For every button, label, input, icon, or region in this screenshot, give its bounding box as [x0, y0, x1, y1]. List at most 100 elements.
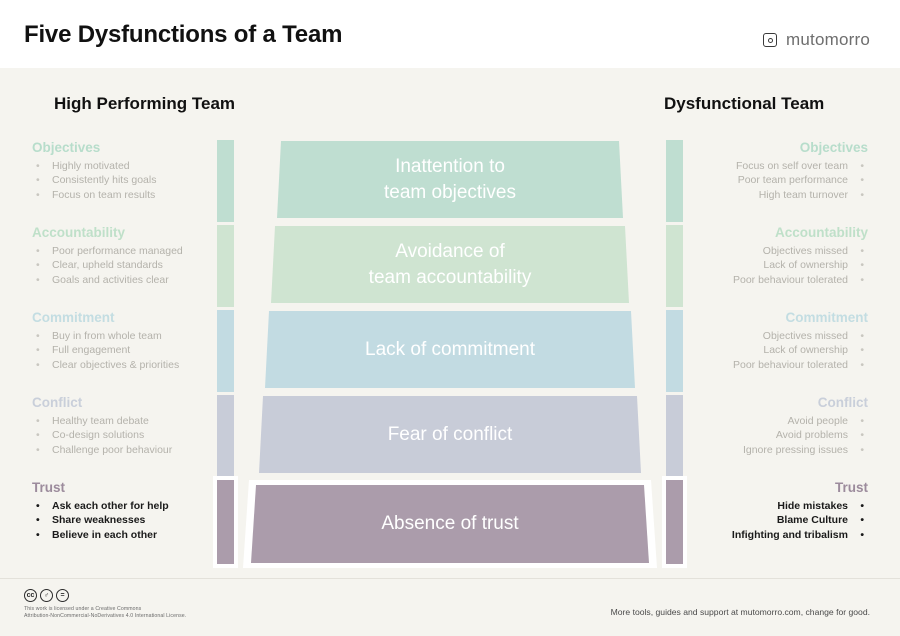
left-bullet-list: •Buy in from whole team •Full engagement…	[32, 329, 232, 372]
right-block-trust: Trust •Hide mistakes •Blame Culture •Inf…	[668, 480, 868, 542]
list-item: •Highly motivated	[32, 159, 232, 173]
list-item-text: Goals and activities clear	[52, 273, 169, 286]
bullet-icon: •	[36, 174, 40, 187]
column-heading-high-performing: High Performing Team	[54, 94, 236, 113]
bullet-icon: •	[860, 415, 864, 427]
list-item: • Clear objectives & priorities	[32, 358, 232, 372]
bullet-icon: •	[36, 443, 40, 456]
right-title: Accountability	[774, 225, 868, 240]
list-item-text: Avoid people	[787, 415, 848, 427]
list-item: •Ignore pressing issues	[668, 443, 868, 457]
list-item-text: Poor behaviour tolerated	[733, 273, 848, 286]
row-objectives: Objectives •Highly motivated •Consistent…	[0, 140, 900, 222]
list-item: • Lack of ownership	[668, 343, 868, 357]
bullet-icon: •	[860, 259, 864, 272]
list-item-text: Objectives missed	[762, 245, 848, 257]
list-item-text: Poor team performance	[737, 174, 848, 187]
column-heading-dysfunctional: Dysfunctional Team	[664, 94, 825, 113]
left-title: Trust	[32, 480, 66, 495]
left-color-chip-commitment	[217, 310, 234, 392]
list-item-text: Lack of ownership	[763, 344, 848, 357]
brand-name: mutomorro	[786, 30, 870, 49]
right-block-objectives: Objectives • Focus on self over team • Poo…	[668, 140, 868, 202]
bullet-icon: •	[36, 514, 40, 527]
list-item-text: Lack of ownership	[763, 259, 848, 272]
row-accountability: Accountability •Poor performance managed…	[0, 225, 900, 307]
bullet-icon: •	[36, 500, 40, 512]
bullet-icon: •	[860, 500, 864, 512]
bullet-icon: •	[36, 429, 40, 442]
bullet-icon: •	[860, 330, 864, 342]
list-item-text: Full engagement	[52, 344, 131, 357]
list-item-text: Ask each other for help	[52, 500, 169, 512]
list-item: •Share weaknesses	[32, 513, 232, 527]
bullet-icon: •	[36, 358, 40, 371]
bullet-icon: •	[860, 528, 864, 541]
left-bullet-list: •Highly motivated •Consistently hits goa…	[32, 159, 232, 202]
pyramid-label-line-2: team accountability	[368, 267, 532, 288]
bullet-icon: •	[36, 188, 40, 201]
list-item: • Buy in from whole team	[32, 329, 232, 343]
bullet-icon: •	[36, 415, 40, 427]
right-bullet-list: •Avoid people •Avoid problems •Ignore pr…	[668, 414, 868, 457]
pyramid-label-line-2: team objectives	[383, 182, 516, 203]
left-block-accountability: Accountability •Poor performance managed…	[32, 225, 232, 287]
list-item: •Poor behaviour tolerated	[668, 358, 868, 372]
bullet-icon: •	[36, 273, 40, 286]
left-bullet-list: •Healthy team debate •Co-design solution…	[32, 414, 232, 457]
left-title: Objectives	[32, 140, 101, 155]
bullet-icon: •	[860, 160, 864, 172]
list-item: • Lack of ownership	[668, 258, 868, 272]
license-line-1: This work is licensed under a Creative C…	[24, 606, 142, 612]
page-title: Five Dysfunctions of a Team	[24, 21, 343, 48]
list-item: •Co-design solutions	[32, 428, 232, 442]
list-item: •Challenge poor behaviour	[32, 443, 232, 457]
bullet-icon: •	[36, 259, 40, 272]
bullet-icon: •	[860, 245, 864, 257]
bullet-icon: •	[860, 514, 864, 527]
bullet-icon: •	[860, 443, 864, 456]
list-item: • Poor team performance	[668, 173, 868, 187]
list-item-text: Highly motivated	[52, 160, 130, 172]
list-item: •Full engagement	[32, 343, 232, 357]
pyramid-label-trust: Absence of trust	[250, 511, 650, 537]
cc-icon: cc	[24, 589, 37, 602]
by-icon: ♂	[40, 589, 53, 602]
list-item: •Believe in each other	[32, 528, 232, 542]
row-trust: Trust • Ask each other for help •Share we…	[0, 476, 900, 568]
bullet-icon: •	[36, 245, 40, 257]
pyramid-label-line-1: Lack of commitment	[365, 339, 535, 360]
license-text: This work is licensed under a Creative C…	[24, 606, 186, 621]
list-item: • Hide mistakes	[668, 499, 868, 513]
list-item-text: Focus on self over team	[735, 160, 848, 172]
creative-commons-badges: cc ♂ =	[24, 589, 69, 602]
list-item: • Avoid people	[668, 414, 868, 428]
list-item-text: Buy in from whole team	[52, 330, 162, 342]
left-color-chip-conflict	[217, 395, 234, 477]
pyramid-label-objectives: Inattention to team objectives	[250, 154, 650, 206]
left-title: Commitment	[32, 310, 115, 325]
right-color-chip-objectives	[666, 140, 683, 222]
list-item: •Blame Culture	[668, 513, 868, 527]
right-title: Conflict	[817, 395, 868, 410]
list-item-text: Clear objectives & priorities	[52, 358, 180, 371]
list-item-text: Objectives missed	[762, 330, 848, 342]
bullet-icon: •	[36, 330, 40, 342]
bullet-icon: •	[36, 528, 40, 541]
list-item: • Objectives missed	[668, 329, 868, 343]
bullet-icon: •	[860, 344, 864, 357]
right-title: Objectives	[799, 140, 868, 155]
left-color-chip-objectives	[217, 140, 234, 222]
left-block-trust: Trust • Ask each other for help •Share we…	[32, 480, 232, 542]
license-line-2: Attribution-NonCommercial-NoDerivatives …	[24, 613, 187, 620]
list-item: • Goals and activities clear	[32, 273, 232, 287]
list-item: • Objectives missed	[668, 244, 868, 258]
pyramid-label-line-1: Inattention to	[395, 156, 505, 177]
pyramid-label-commitment: Lack of commitment	[250, 337, 650, 363]
row-commitment: Commitment •Buy in from whole team •Full…	[0, 310, 900, 392]
mutomorro-logo-icon	[763, 33, 777, 47]
list-item-text: Hide mistakes	[777, 500, 848, 512]
bullet-icon: •	[860, 174, 864, 187]
pyramid-label-line-1: Avoidance of	[395, 241, 505, 262]
